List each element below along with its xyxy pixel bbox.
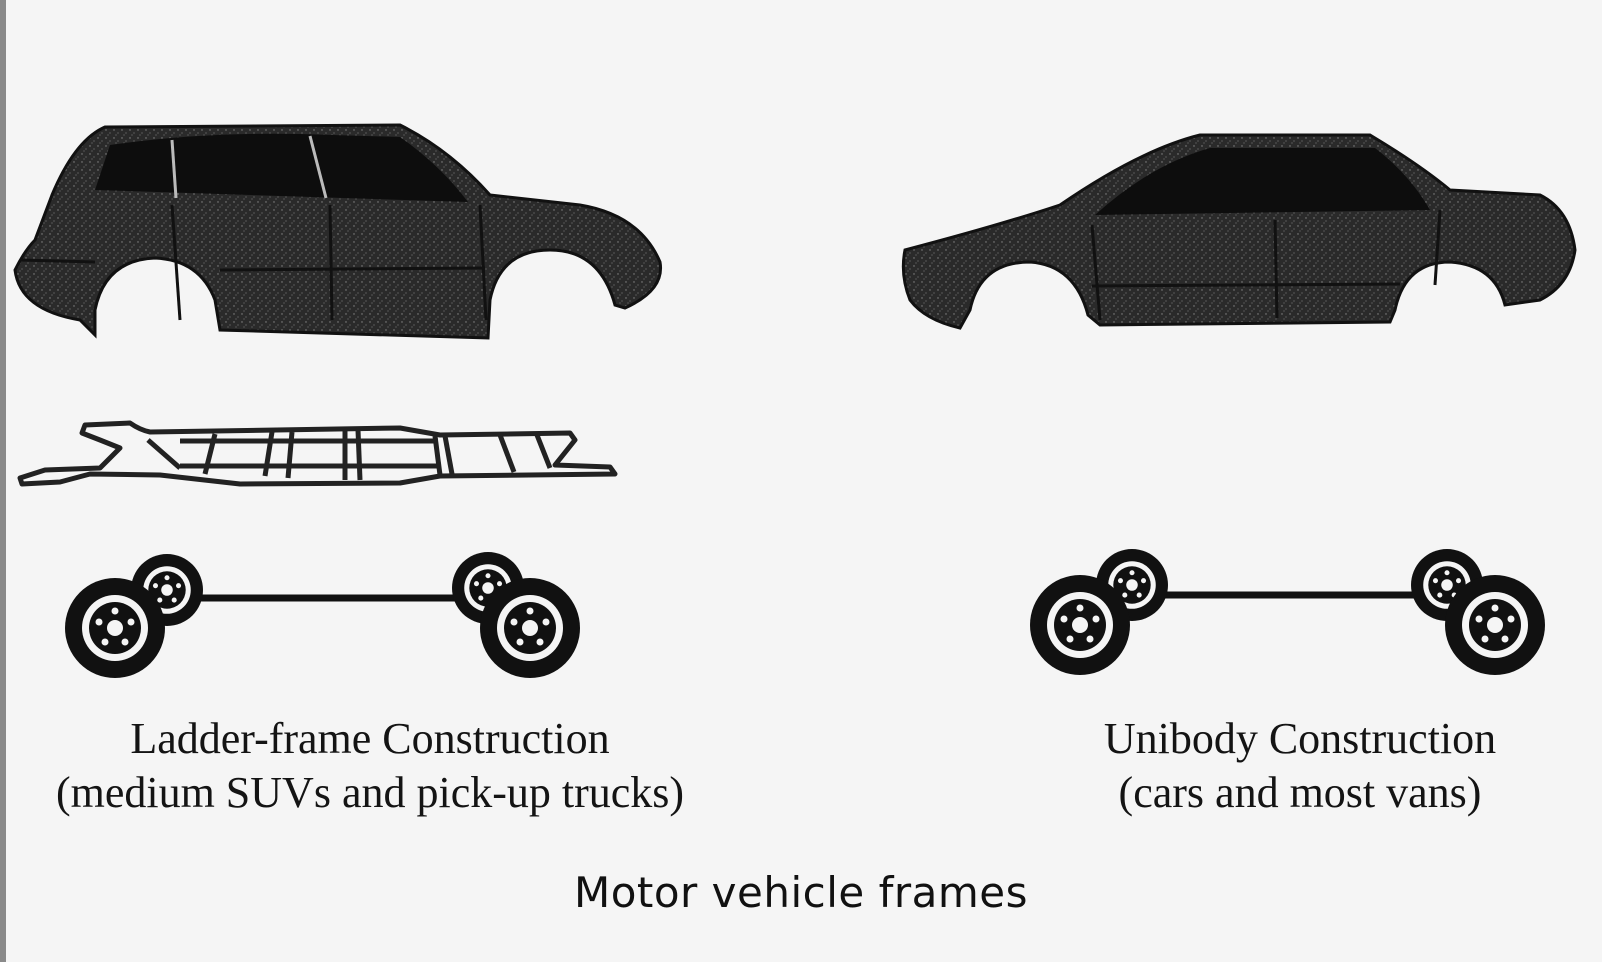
unibody-caption-line2: (cars and most vans) bbox=[1118, 768, 1482, 817]
unibody-caption-line1: Unibody Construction bbox=[1103, 714, 1497, 763]
figure-title: Motor vehicle frames bbox=[573, 868, 1029, 917]
left-border bbox=[0, 0, 6, 962]
unibody-wheels-illustration bbox=[1030, 549, 1545, 675]
ladder-wheels-illustration bbox=[65, 552, 580, 678]
sedan-body-illustration bbox=[901, 133, 1577, 330]
ladder-frame-caption: Ladder-frame Construction (medium SUVs a… bbox=[20, 712, 720, 820]
ladder-frame-illustration bbox=[17, 420, 618, 487]
ladder-frame-caption-line2: (medium SUVs and pick-up trucks) bbox=[55, 768, 685, 817]
suv-body-illustration bbox=[13, 123, 663, 340]
unibody-caption: Unibody Construction (cars and most vans… bbox=[1040, 712, 1560, 820]
ladder-frame-caption-line1: Ladder-frame Construction bbox=[130, 714, 610, 763]
